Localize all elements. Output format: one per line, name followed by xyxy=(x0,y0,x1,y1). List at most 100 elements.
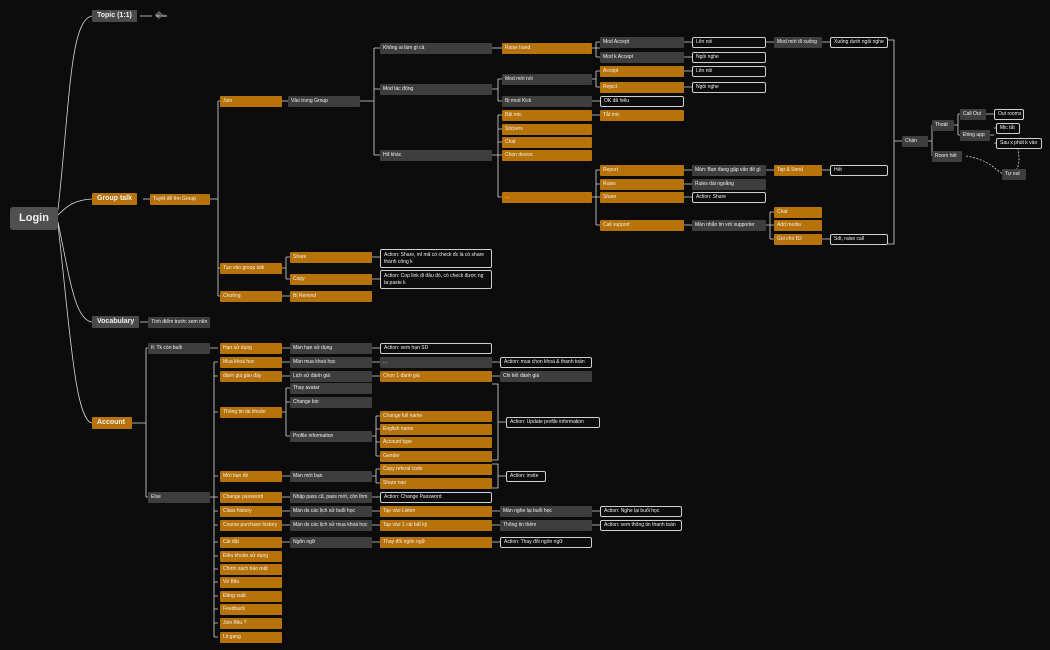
goi-cho-b2-node[interactable]: Gọi cho B2 xyxy=(774,234,822,245)
accept-node[interactable]: Accept xyxy=(600,66,684,77)
copy-ref-node[interactable]: Copy referal code xyxy=(380,464,492,475)
account-type-node[interactable]: Account type xyxy=(380,437,492,448)
rules-dai-node[interactable]: Rules dài ngoằng xyxy=(692,179,766,190)
chuong-node[interactable]: Chuông xyxy=(220,291,282,302)
mua-khoa-node[interactable]: Mua khoá học xyxy=(220,357,282,368)
hd-khac-node[interactable]: Hđ khác xyxy=(380,150,492,161)
change-bio-node[interactable]: Change bio xyxy=(290,397,372,408)
lit-gang-node[interactable]: Lit gang xyxy=(220,632,282,643)
man-mua-node[interactable]: Màn mua khoá học xyxy=(290,357,372,368)
man-han-node[interactable]: Màn hạn sử dụng xyxy=(290,343,372,354)
moi-ban-node[interactable]: Mời bạn đề xyxy=(220,471,282,482)
more-node[interactable]: ... xyxy=(502,192,592,203)
dieu-khoan-node[interactable]: Điều khoản sử dụng xyxy=(220,551,282,562)
tu-out-node[interactable]: Tự out xyxy=(1002,169,1026,180)
man-nghe-node[interactable]: Màn nghe lại buổi học xyxy=(500,506,592,517)
action-invite-node[interactable]: Action: invite xyxy=(506,471,546,482)
change-password-node[interactable]: Change password xyxy=(220,492,282,503)
chon-1-danh-gia-node[interactable]: Chọn 1 đánh giá xyxy=(380,371,492,382)
chi-tiet-node[interactable]: Chi tiết đánh giá xyxy=(500,371,592,382)
change-full-name-node[interactable]: Change full name xyxy=(380,411,492,422)
account-node[interactable]: Account xyxy=(92,417,132,429)
len-noi-2-node[interactable]: Lên nói xyxy=(692,66,766,77)
thay-avatar-node[interactable]: Thay avatar xyxy=(290,383,372,394)
tap-1-node[interactable]: Tap vào 1 cái bất kỳ xyxy=(380,520,492,531)
course-purchase-node[interactable]: Course purchase history xyxy=(220,520,282,531)
ngon-ngu-node[interactable]: Ngôn ngữ xyxy=(290,537,372,548)
report-node[interactable]: Report xyxy=(600,165,684,176)
action-update-node[interactable]: Action: Update profile information xyxy=(506,417,600,428)
add-media-node[interactable]: Add media xyxy=(774,220,822,231)
action-nghe-node[interactable]: Action: Nghe lại buổi học xyxy=(600,506,682,517)
mod-moi-di-xuong-node[interactable]: Mod mời đi xuống xyxy=(774,37,822,48)
topic-node[interactable]: Topic (1:1) xyxy=(92,10,137,22)
group-talk-node[interactable]: Group talk xyxy=(92,193,138,205)
copy-node[interactable]: Copy xyxy=(290,274,372,285)
thong-tin-them-node[interactable]: Thông tin thêm xyxy=(500,520,592,531)
feedback-node[interactable]: Feedback xyxy=(220,604,282,615)
tao-group-node[interactable]: Tạo vào group talk xyxy=(220,263,282,274)
vocabulary-node[interactable]: Vocabulary xyxy=(92,316,140,328)
share-nao-node[interactable]: Share nao xyxy=(380,478,492,489)
mua-more-node[interactable]: ... xyxy=(380,357,492,368)
man-ban-node[interactable]: Màn: Bạn đang gặp vấn đề gì xyxy=(692,165,766,176)
action-change-pw-node[interactable]: Action: Change Password xyxy=(380,492,492,503)
mod-tac-dong-node[interactable]: Mod tác động xyxy=(380,84,492,95)
call-out-node[interactable]: Call Out xyxy=(960,109,986,120)
vao-group-node[interactable]: Vào trong Group xyxy=(288,96,360,107)
action-share-node[interactable]: Action: Share xyxy=(692,192,766,203)
man-nhan-tin-node[interactable]: Màn nhắn tin với supporter xyxy=(692,220,766,231)
han-sd-node[interactable]: Hạn sử dụng xyxy=(220,343,282,354)
profile-info-node[interactable]: Profile information xyxy=(290,431,372,442)
thong-tin-node[interactable]: Thông tin tài khoản xyxy=(220,407,282,418)
mod-k-accept-node[interactable]: Mod k Accept xyxy=(600,52,684,63)
mod-moi-noi-node[interactable]: Mod mời nói xyxy=(502,74,592,85)
raise-hand-node[interactable]: Raise hand xyxy=(502,43,592,54)
dong-app-node[interactable]: Đóng app xyxy=(960,130,990,141)
mic-tat-node[interactable]: Mic tắt xyxy=(996,123,1020,134)
nhap-pass-node[interactable]: Nhập pass cũ, pass mới, còn firm xyxy=(290,492,372,503)
gender-node[interactable]: Gender xyxy=(380,451,492,462)
khong-ai-node[interactable]: Không ai làm gì cả xyxy=(380,43,492,54)
bi-kick-node[interactable]: Bị mod Kick xyxy=(502,96,592,107)
chat-2-node[interactable]: Chat xyxy=(774,207,822,218)
english-name-node[interactable]: English name xyxy=(380,424,492,435)
chan-node[interactable]: Chán xyxy=(902,136,928,147)
ok-da-hieu-node[interactable]: OK đã hiểu xyxy=(600,96,684,107)
action-han-node[interactable]: Action: xem hạn SD xyxy=(380,343,492,354)
man-moi-node[interactable]: Màn mời bạn xyxy=(290,471,372,482)
else-node[interactable]: Else xyxy=(148,492,210,503)
dang-xuat-node[interactable]: Đăng xuất xyxy=(220,591,282,602)
room-het-node[interactable]: Room hết xyxy=(932,151,962,162)
tat-mic-node[interactable]: Tắt mic xyxy=(600,110,684,121)
reject-node[interactable]: Reject xyxy=(600,82,684,93)
root-node[interactable]: Login xyxy=(10,207,58,230)
mod-accept-node[interactable]: Mod Accept xyxy=(600,37,684,48)
action-xem-node[interactable]: Action: xem thông tin thanh toán xyxy=(600,520,682,531)
vocab-sub-node[interactable]: Tính điểm trước xem nên xyxy=(148,317,210,328)
bat-mic-node[interactable]: Bật mic xyxy=(502,110,592,121)
het-node[interactable]: Hết xyxy=(830,165,888,176)
join-node[interactable]: Join xyxy=(220,96,282,107)
cai-dat-node[interactable]: Cài đặt xyxy=(220,537,282,548)
ngoi-nghe-2-node[interactable]: Ngồi nghe xyxy=(692,82,766,93)
lich-su-danh-gia-node[interactable]: Lịch sử đánh giá xyxy=(290,371,372,382)
chat-node[interactable]: Chat xyxy=(502,137,592,148)
chon-device-node[interactable]: Chọn device xyxy=(502,150,592,161)
out-rooms-node[interactable]: Out rooms xyxy=(994,109,1024,120)
topic-child[interactable]: tư vấn xyxy=(156,13,168,18)
action-copy-node[interactable]: Action: Cop link đi đâu đó, có check đượ… xyxy=(380,270,492,289)
tap-listen-node[interactable]: Tap vào Listen xyxy=(380,506,492,517)
bi-remind-node[interactable]: Bị Remind xyxy=(290,291,372,302)
chinh-sach-node[interactable]: Chính sách bảo mật xyxy=(220,564,282,575)
sdt-node[interactable]: Sdt, raise call xyxy=(830,234,888,245)
action-mua-node[interactable]: Action: mua chọn khoá & thanh toán xyxy=(500,357,592,368)
ve-bitu-node[interactable]: Về Bitu xyxy=(220,577,282,588)
tap-send-node[interactable]: Tap & Send xyxy=(774,165,822,176)
share-node[interactable]: Share xyxy=(600,192,684,203)
sau-x-phut-node[interactable]: Sau x phút k vào xyxy=(996,138,1042,149)
ngoi-nghe-node[interactable]: Ngồi nghe xyxy=(692,52,766,63)
action-thay-node[interactable]: Action: Thay đổi ngôn ngữ xyxy=(500,537,592,548)
danh-gia-node[interactable]: đánh giá gần đây xyxy=(220,371,282,382)
thay-doi-node[interactable]: Thay đổi ngôn ngữ xyxy=(380,537,492,548)
